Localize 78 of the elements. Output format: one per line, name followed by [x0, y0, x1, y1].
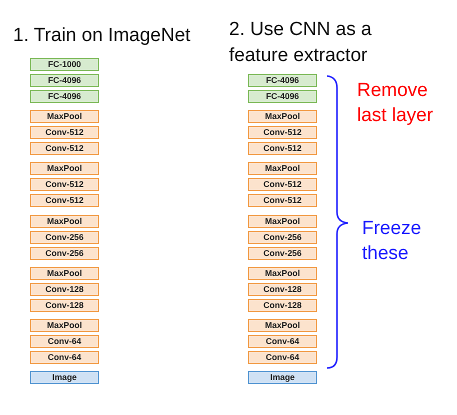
layer-box [30, 319, 99, 332]
layer-name: MaxPool [265, 164, 300, 173]
layer-box [30, 231, 99, 244]
layer-box [30, 194, 99, 207]
input-box [248, 371, 317, 384]
layer-name: Conv-128 [45, 285, 84, 294]
layer-box [248, 267, 317, 280]
layer-box [248, 247, 317, 260]
layer-box [248, 283, 317, 296]
layer-box [248, 110, 317, 123]
layer-box [30, 267, 99, 280]
layer-box [30, 142, 99, 155]
layer-name: MaxPool [265, 112, 300, 121]
layer-name: Conv-512 [45, 196, 84, 205]
layer-name: MaxPool [47, 164, 82, 173]
layer-name: Conv-512 [45, 144, 84, 153]
layer-box [248, 319, 317, 332]
column-heading: 2. Use CNN as a feature extractor [229, 18, 373, 68]
layer-name: Conv-256 [263, 233, 302, 242]
layer-box [248, 126, 317, 139]
layer-name: Conv-512 [45, 128, 84, 137]
layer-box [30, 247, 99, 260]
layer-name: Conv-256 [263, 249, 302, 258]
layer-box [248, 90, 317, 103]
layer-box [30, 283, 99, 296]
layer-name: Conv-512 [263, 180, 302, 189]
layer-box [248, 299, 317, 312]
layer-box [30, 215, 99, 228]
layer-name: Conv-512 [263, 196, 302, 205]
layer-box [30, 58, 99, 71]
layer-name: MaxPool [47, 112, 82, 121]
layer-box [30, 335, 99, 348]
layer-box [30, 178, 99, 191]
annotation-text: Freeze these [362, 217, 422, 266]
layer-name: MaxPool [265, 321, 300, 330]
layer-name: FC-1000 [48, 60, 82, 69]
layer-name: FC-4096 [266, 76, 300, 85]
layer-box [248, 194, 317, 207]
layer-name: MaxPool [265, 217, 300, 226]
layer-name: Conv-64 [48, 337, 82, 346]
layer-box [30, 299, 99, 312]
layer-name: Conv-64 [48, 353, 82, 362]
input-box [30, 371, 99, 384]
layer-name: MaxPool [265, 269, 300, 278]
annotation-text: Remove last layer [357, 79, 434, 128]
layer-name: Conv-256 [45, 249, 84, 258]
layer-box [30, 90, 99, 103]
layer-name: Conv-512 [263, 144, 302, 153]
layer-name: Conv-128 [45, 301, 84, 310]
layer-name: FC-4096 [48, 76, 82, 85]
layer-name: Conv-512 [263, 128, 302, 137]
layer-box [30, 162, 99, 175]
column-heading: 1. Train on ImageNet [13, 24, 192, 48]
layer-name: Conv-64 [266, 337, 300, 346]
layer-box [248, 142, 317, 155]
layer-box [248, 335, 317, 348]
layer-name: Conv-128 [263, 301, 302, 310]
layer-box [248, 351, 317, 364]
layer-name: MaxPool [47, 269, 82, 278]
layer-box [30, 110, 99, 123]
layer-box [30, 74, 99, 87]
layer-name: Image [270, 373, 295, 382]
layer-name: Conv-128 [263, 285, 302, 294]
layer-box [248, 74, 317, 87]
layer-name: FC-4096 [266, 92, 300, 101]
layer-name: Conv-512 [45, 180, 84, 189]
layer-box [248, 162, 317, 175]
layer-name: MaxPool [47, 217, 82, 226]
layer-box [248, 231, 317, 244]
layer-name: MaxPool [47, 321, 82, 330]
layer-name: Conv-256 [45, 233, 84, 242]
layer-box [248, 215, 317, 228]
layer-name: Image [52, 373, 77, 382]
layer-box [30, 351, 99, 364]
layer-box [248, 178, 317, 191]
layer-name: Conv-64 [266, 353, 300, 362]
layer-name: FC-4096 [48, 92, 82, 101]
layer-box [30, 126, 99, 139]
